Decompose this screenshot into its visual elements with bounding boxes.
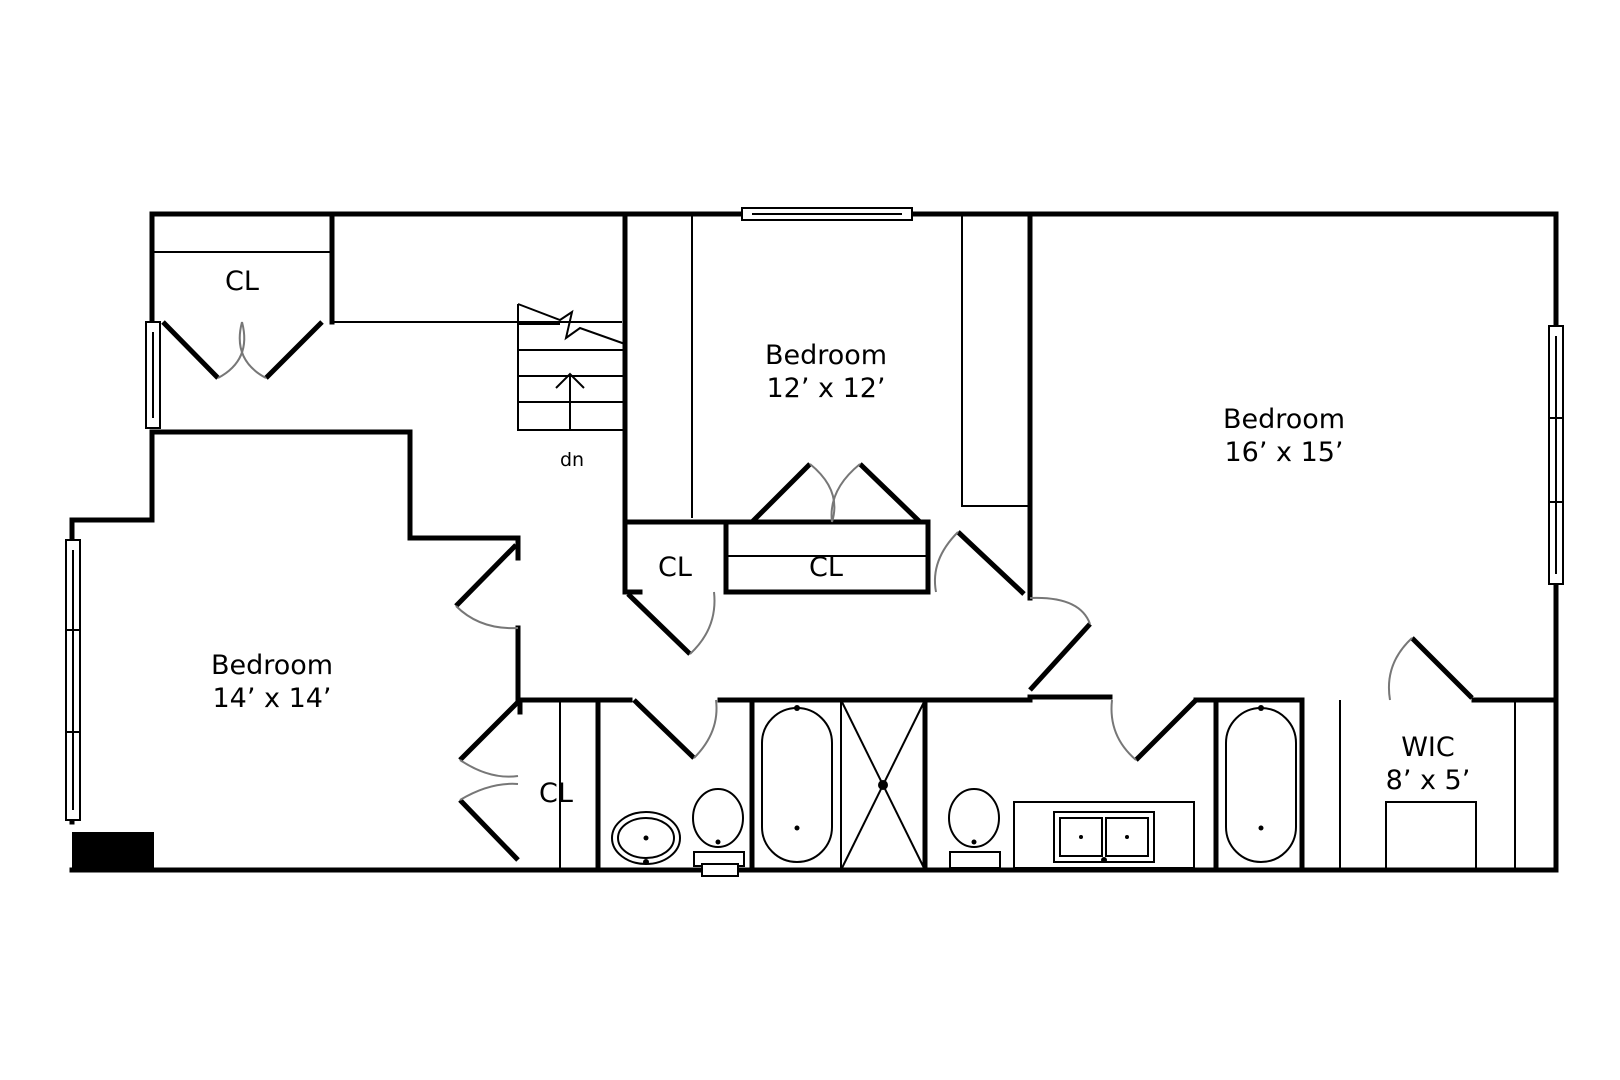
closet-label: CL [225, 266, 259, 297]
fixtures [611, 699, 1477, 877]
room-size: 12’ x 12’ [766, 373, 885, 404]
toilet-icon [692, 788, 744, 848]
interior-walls [149, 211, 1559, 873]
room-name: Bedroom [1223, 404, 1345, 435]
structural-column [72, 832, 154, 870]
shower-icon [840, 699, 926, 871]
room-size: 8’ x 5’ [1386, 765, 1471, 796]
bathtub-icon [1225, 707, 1297, 863]
doors [161, 320, 1474, 862]
closet-label: CL [539, 778, 573, 809]
bathtub-icon [761, 707, 833, 863]
room-size: 16’ x 15’ [1224, 437, 1343, 468]
room-name: Bedroom [765, 340, 887, 371]
room-name: WIC [1401, 732, 1455, 763]
room-name: Bedroom [211, 650, 333, 681]
toilet-icon [948, 788, 1000, 848]
closet-label: CL [658, 552, 692, 583]
labels: CL Bedroom 12’ x 12’ Bedroom 16’ x 15’ B… [211, 266, 1470, 809]
shelf-icon [1385, 801, 1477, 871]
room-size: 14’ x 14’ [212, 683, 331, 714]
closet-label: CL [809, 552, 843, 583]
staircase [517, 303, 626, 431]
windows [65, 207, 1564, 821]
stair-label: dn [560, 449, 584, 471]
